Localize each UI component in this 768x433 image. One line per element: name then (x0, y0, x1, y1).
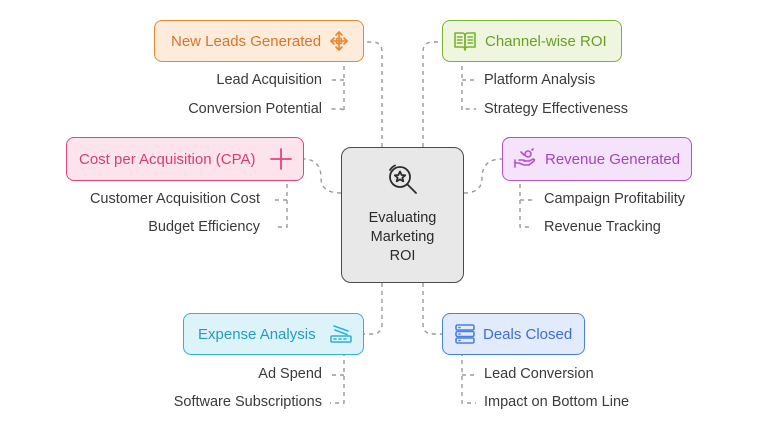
hand-coin-icon (513, 147, 537, 171)
node-cpa-label: Cost per Acquisition (CPA) (79, 150, 256, 168)
sub-strategy-effectiveness: Strategy Effectiveness (484, 101, 629, 117)
node-expense: Expense Analysis (183, 313, 364, 355)
sub-customer-acquisition-cost: Customer Acquisition Cost (89, 191, 260, 207)
center-title: Evaluating Marketing ROI (368, 210, 437, 264)
node-expense-label: Expense Analysis (198, 325, 316, 343)
sub-lead-conversion: Lead Conversion (484, 366, 594, 382)
server-stack-icon (453, 322, 477, 346)
open-book-icon (453, 29, 477, 53)
arrows-move-icon (327, 29, 351, 53)
node-revenue: Revenue Generated (502, 137, 692, 181)
node-channel-roi: Channel-wise ROI (442, 20, 622, 62)
register-icon (329, 322, 353, 346)
sub-ad-spend: Ad Spend (258, 366, 322, 382)
node-new-leads: New Leads Generated (154, 20, 364, 62)
plus-icon (269, 147, 293, 171)
search-star-icon (385, 162, 421, 203)
sub-platform-analysis: Platform Analysis (484, 72, 596, 88)
sub-software-subscriptions: Software Subscriptions (173, 394, 322, 410)
center-node: Evaluating Marketing ROI (341, 147, 464, 283)
sub-impact-on-bottom-line: Impact on Bottom Line (484, 394, 630, 410)
sub-conversion-potential: Conversion Potential (188, 101, 322, 117)
node-channel-roi-label: Channel-wise ROI (485, 32, 607, 50)
sub-budget-efficiency: Budget Efficiency (148, 219, 260, 235)
node-revenue-label: Revenue Generated (545, 150, 681, 168)
sub-lead-acquisition: Lead Acquisition (216, 72, 322, 88)
sub-campaign-profitability: Campaign Profitability (544, 191, 686, 207)
node-new-leads-label: New Leads Generated (171, 32, 322, 50)
node-cpa: Cost per Acquisition (CPA) (66, 137, 304, 181)
node-deals: Deals Closed (442, 313, 585, 355)
node-deals-label: Deals Closed (483, 325, 573, 343)
sub-revenue-tracking: Revenue Tracking (544, 219, 661, 235)
